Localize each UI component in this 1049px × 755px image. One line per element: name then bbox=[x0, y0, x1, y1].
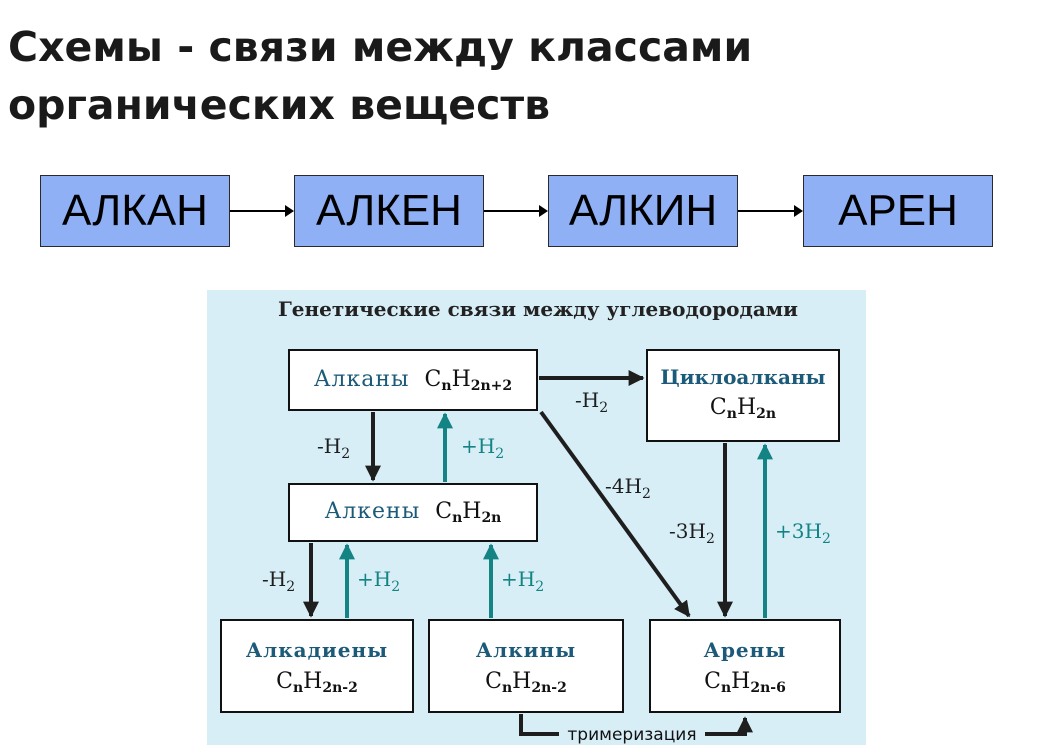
node-alkenes-name: Алкены bbox=[325, 499, 421, 524]
label-alkadienes-to-alkenes: +H2 bbox=[357, 567, 400, 595]
diagram-heading: Генетические связи между углеводородами bbox=[278, 297, 798, 321]
chain-arrow-2 bbox=[484, 205, 548, 217]
node-alkenes: Алкены CnH2n bbox=[288, 483, 538, 542]
node-alkadienes-name: Алкадиены bbox=[246, 638, 388, 662]
chain-box-alkyne: АЛКИН bbox=[548, 175, 738, 247]
label-alkanes-to-arenes: -4H2 bbox=[605, 474, 651, 502]
trimerization-label-bg bbox=[559, 722, 705, 744]
page-title: Схемы - связи между классами органически… bbox=[8, 18, 752, 134]
node-arenes-name: Арены bbox=[704, 638, 787, 662]
node-alkanes: Алканы CnH2n+2 bbox=[288, 349, 538, 411]
node-cycloalkanes: Циклоалканы CnH2n bbox=[646, 349, 840, 442]
node-arenes: Арены CnH2n-6 bbox=[649, 619, 841, 713]
genetic-links-diagram: Генетические связи между углеводородами … bbox=[207, 290, 866, 745]
label-alkanes-to-alkenes: -H2 bbox=[317, 434, 350, 462]
chain-arrow-1 bbox=[230, 205, 294, 217]
node-alkadienes: Алкадиены CnH2n-2 bbox=[220, 619, 414, 713]
svg-text:Алкены CnH2n: Алкены CnH2n bbox=[325, 499, 502, 526]
arrow-alkanes-to-arenes bbox=[539, 410, 691, 618]
svg-text:CnH2n-2: CnH2n-2 bbox=[276, 669, 358, 696]
label-alkenes-to-alkanes: +H2 bbox=[461, 434, 504, 462]
svg-text:CnH2n-6: CnH2n-6 bbox=[704, 669, 786, 696]
page-title-line2: органических веществ bbox=[8, 81, 551, 129]
chain-box-alkene: АЛКЕН bbox=[294, 175, 484, 247]
label-alkanes-to-cycloalkanes: -H2 bbox=[575, 388, 608, 416]
label-alkynes-to-alkenes: +H2 bbox=[501, 567, 544, 595]
label-arenes-to-cycloalkanes: +3H2 bbox=[775, 519, 831, 547]
svg-text:Алканы CnH2n+2: Алканы CnH2n+2 bbox=[314, 367, 512, 394]
svg-text:CnH2n: CnH2n bbox=[710, 395, 776, 422]
chain-arrow-3 bbox=[738, 205, 803, 217]
node-alkynes-name: Алкины bbox=[476, 638, 576, 662]
page-title-line1: Схемы - связи между классами bbox=[8, 23, 753, 71]
node-cycloalkanes-name: Циклоалканы bbox=[660, 365, 825, 389]
node-alkanes-name: Алканы bbox=[314, 367, 410, 392]
chain-box-alkane: АЛКАН bbox=[40, 175, 230, 247]
label-cycloalkanes-to-arenes: -3H2 bbox=[669, 519, 715, 547]
svg-text:CnH2n-2: CnH2n-2 bbox=[485, 669, 567, 696]
chain-box-arene: АРЕН bbox=[803, 175, 993, 247]
label-alkenes-to-alkadienes: -H2 bbox=[262, 567, 295, 595]
node-alkynes: Алкины CnH2n-2 bbox=[428, 619, 624, 713]
trimerization-label: тримеризация bbox=[567, 725, 696, 745]
